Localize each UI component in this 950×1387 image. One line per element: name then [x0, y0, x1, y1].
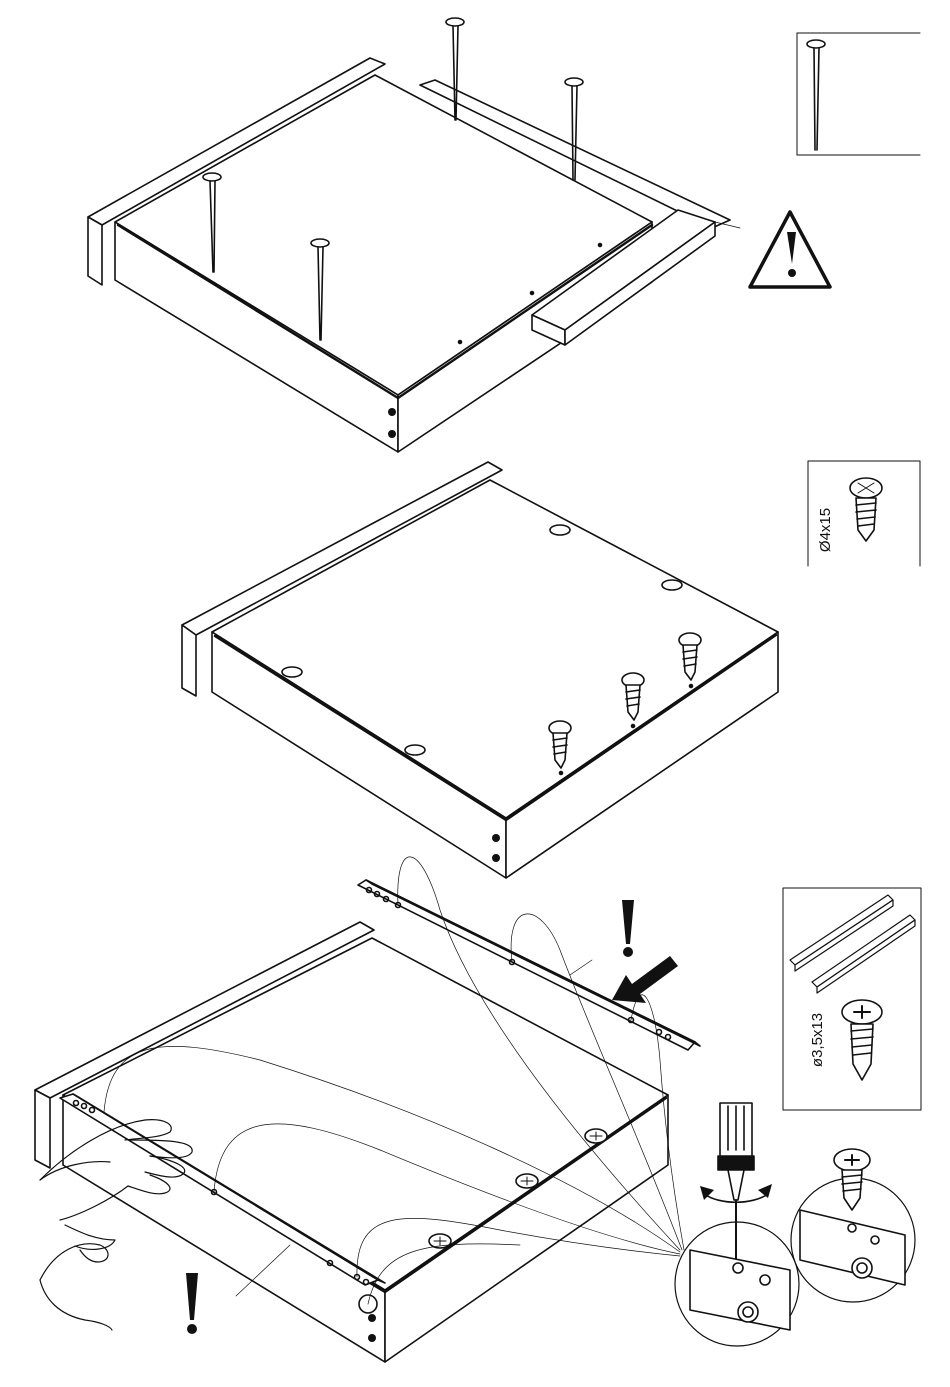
screw-icon	[850, 478, 882, 541]
detail-circle-screwdriver	[675, 1103, 799, 1346]
screw-size-label-step-3: ø3,5x13	[809, 1013, 826, 1067]
nail-icon	[807, 40, 825, 150]
drawer-body	[88, 58, 740, 452]
screw-size-label-step-2: Ø4x15	[817, 508, 834, 552]
step-3-diagram	[35, 857, 700, 1362]
screw-icon	[405, 745, 425, 755]
exclamation-icon	[186, 1273, 198, 1334]
screw-icon	[585, 1129, 607, 1143]
parts-box-step-3: ø3,5x13	[783, 888, 921, 1110]
parts-box-step-1	[797, 33, 920, 155]
detail-circle-screw	[791, 1149, 915, 1302]
screw-icon	[550, 525, 570, 535]
step-1-diagram	[88, 18, 830, 452]
screw-icon	[516, 1174, 538, 1188]
parts-box-step-2: Ø4x15	[808, 461, 920, 566]
nail-icon	[565, 78, 583, 180]
screw-icon	[662, 580, 682, 590]
step-2-diagram	[182, 462, 778, 878]
hand-icon	[40, 1244, 112, 1330]
exclamation-icon	[622, 900, 634, 957]
warning-triangle-icon	[750, 212, 830, 287]
screw-icon	[282, 667, 302, 677]
